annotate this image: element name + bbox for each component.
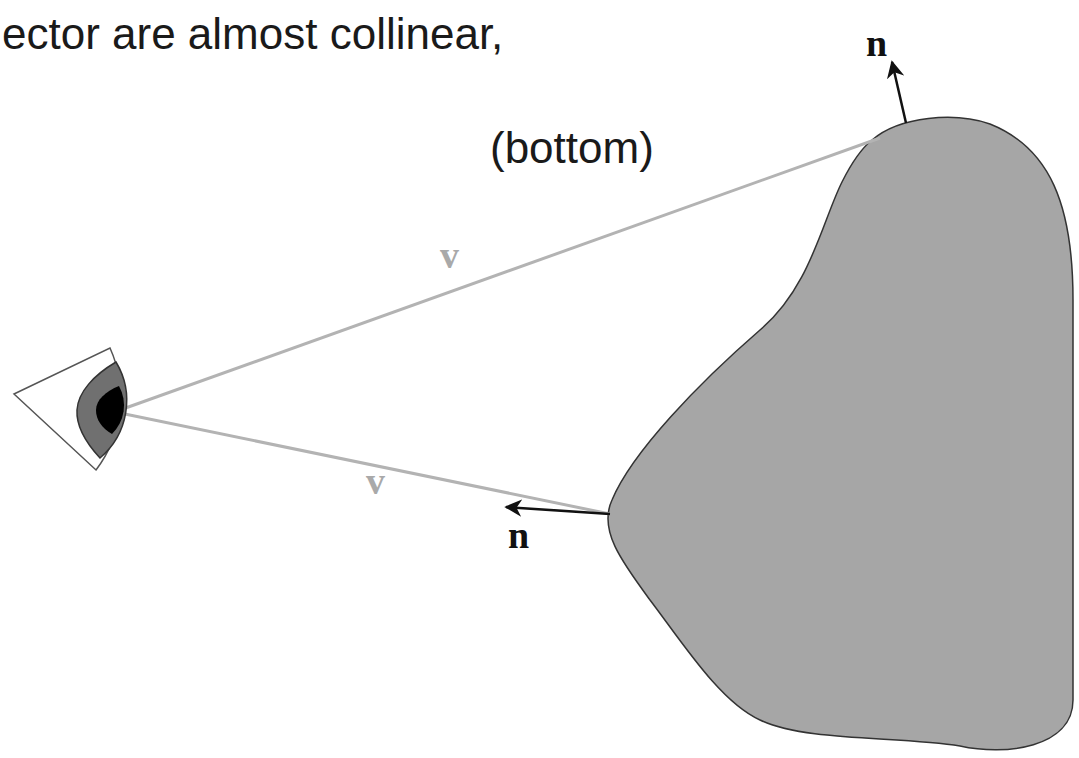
slide-text: (bottom): [490, 126, 654, 170]
vector-label: n: [866, 24, 887, 62]
view-ray: [120, 138, 880, 410]
vector-label: v: [440, 236, 459, 274]
eye-symbol: [14, 348, 127, 470]
vector-label: n: [508, 516, 529, 554]
slide-text: ector are almost collinear,: [2, 12, 503, 56]
normal-arrow: [892, 62, 906, 123]
vector-label: v: [366, 462, 385, 500]
normal-arrow: [506, 507, 610, 514]
object-shape: [608, 117, 1073, 749]
view-ray: [120, 413, 610, 514]
